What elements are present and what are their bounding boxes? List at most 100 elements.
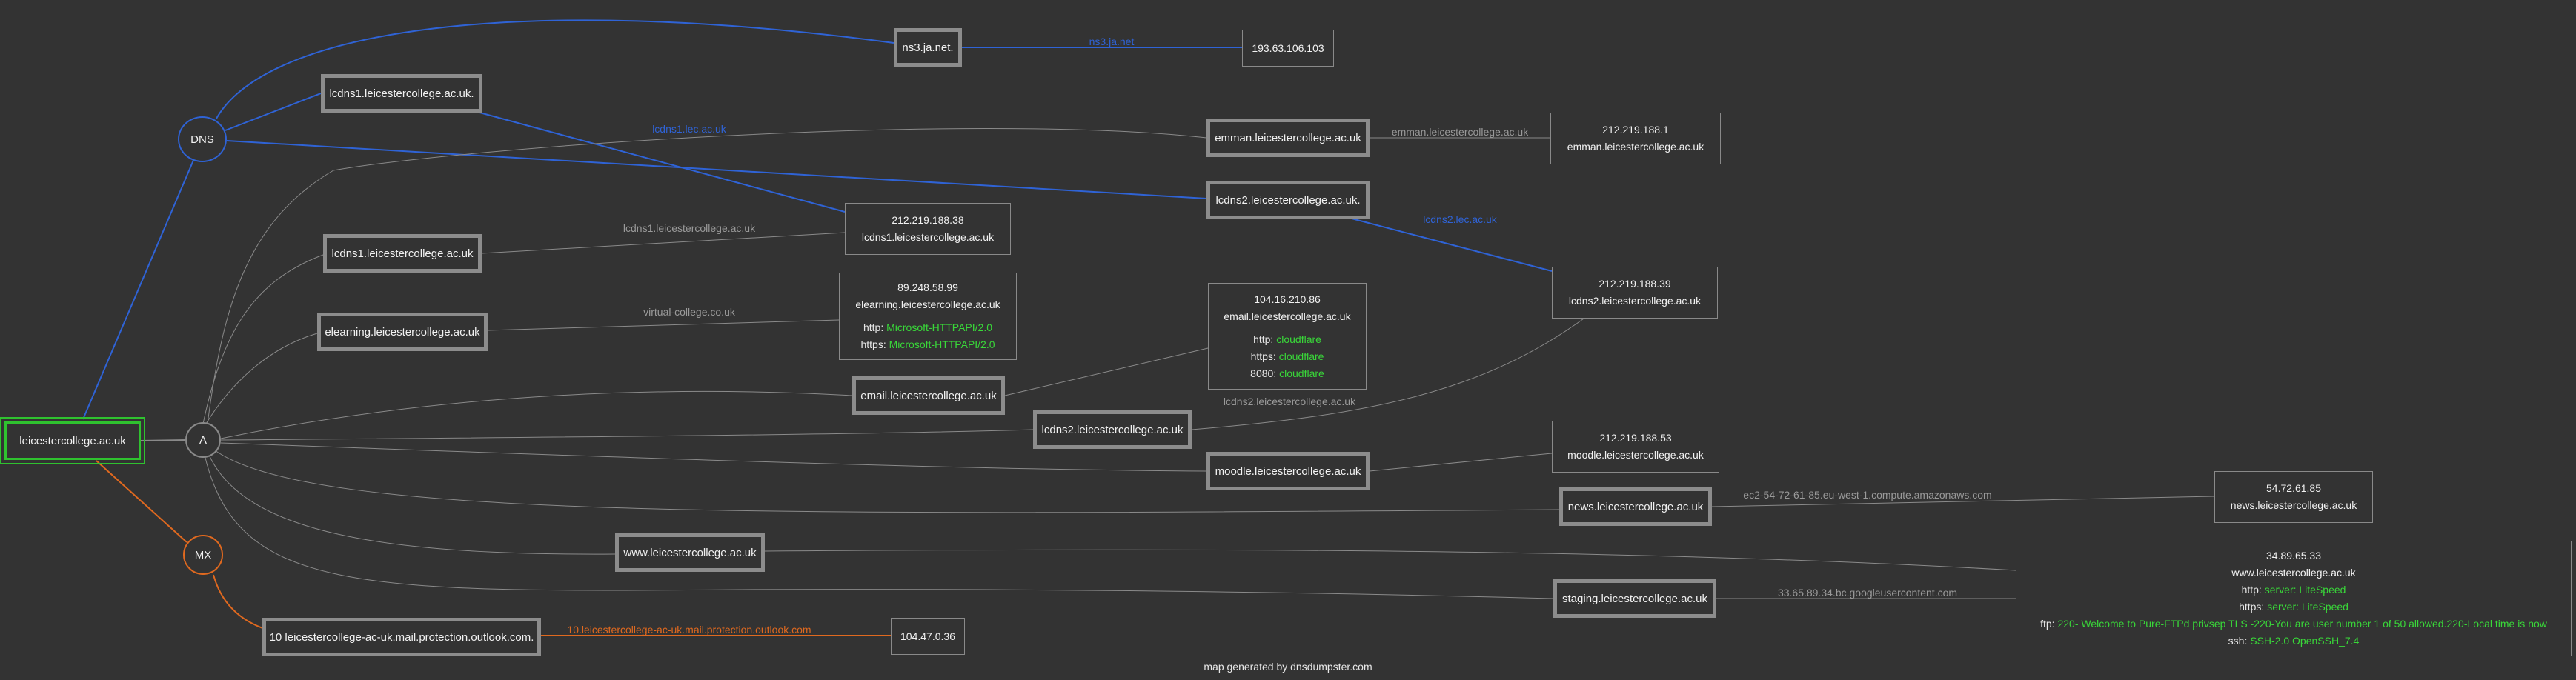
moodle-host-node[interactable]: moodle.leicestercollege.ac.uk [1206,452,1370,490]
root-domain-node[interactable]: leicestercollege.ac.uk [0,417,145,464]
a-group-node[interactable]: A [185,422,221,458]
ip-mx-ip: 104.47.0.36 [900,630,955,642]
edge-elearning-ip [487,319,840,331]
edge-label-lcdns1-ptr-dns: lcdns1.lec.ac.uk [652,123,726,135]
ip-elearning-host: elearning.leicestercollege.ac.uk [855,299,1000,310]
ip-moodle-box[interactable]: 212.219.188.53 moodle.leicestercollege.a… [1552,421,1719,473]
news-host-label: news.leicestercollege.ac.uk [1567,500,1704,513]
edge-label-lcdns1-ptr-a: lcdns1.leicestercollege.ac.uk [623,222,756,234]
edge-lcdns1a-ip [481,232,846,254]
emman-host-label: emman.leicestercollege.ac.uk [1215,131,1361,144]
lcdns2-a-host-label: lcdns2.leicestercollege.ac.uk [1041,423,1184,436]
ns3-host-node[interactable]: ns3.ja.net. [894,28,962,67]
edge-lcdns2dns-ip [1348,217,1553,272]
ip-www-box[interactable]: 34.89.65.33 www.leicestercollege.ac.uk h… [2016,541,2572,656]
mx10-host-node[interactable]: 10 leicestercollege-ac-uk.mail.protectio… [262,618,541,656]
ip-emman-box[interactable]: 212.219.188.1 emman.leicestercollege.ac.… [1550,113,1721,164]
edge-root-dns [82,158,195,420]
ip-news-box[interactable]: 54.72.61.85 news.leicestercollege.ac.uk [2214,471,2373,523]
lcdns1-dns-host-node[interactable]: lcdns1.leicestercollege.ac.uk. [321,74,482,113]
email-host-node[interactable]: email.leicestercollege.ac.uk [852,376,1005,415]
ip-news-ip: 54.72.61.85 [2266,482,2321,494]
ip-lcdns2-ip: 212.219.188.39 [1599,278,1671,290]
edge-dns-ns3 [216,19,894,119]
ip-mx-box[interactable]: 104.47.0.36 [891,618,965,655]
edge-root-a [140,439,186,441]
ip-elearning-ip: 89.248.58.99 [897,281,958,293]
edge-label-staging: 33.65.89.34.bc.googleusercontent.com [1777,587,1958,599]
lcdns1-a-host-node[interactable]: lcdns1.leicestercollege.ac.uk [323,234,482,273]
edge-a-moodle [220,442,1207,472]
lcdns1-a-host-label: lcdns1.leicestercollege.ac.uk [331,247,474,260]
dns-group-node[interactable]: DNS [178,116,227,162]
edge-a-elearning [205,333,318,424]
ip-email-host: email.leicestercollege.ac.uk [1224,310,1351,322]
lcdns2-dns-host-node[interactable]: lcdns2.leicestercollege.ac.uk. [1206,181,1370,219]
edge-label-lcdns2-ptr-dns: lcdns2.lec.ac.uk [1423,213,1497,225]
edge-label-news: ec2-54-72-61-85.eu-west-1.compute.amazon… [1743,489,1992,501]
elearning-host-label: elearning.leicestercollege.ac.uk [325,325,480,339]
lcdns2-dns-host-label: lcdns2.leicestercollege.ac.uk. [1215,193,1361,207]
edge-a-email [220,390,853,439]
staging-host-node[interactable]: staging.leicestercollege.ac.uk [1553,579,1716,618]
edge-news-ip [1711,496,2215,507]
ns3-host-label: ns3.ja.net. [902,41,954,54]
edge-a-lcdns1 [202,254,324,424]
edge-label-mx: 10.leicestercollege-ac-uk.mail.protectio… [567,624,811,636]
edge-lcdns1dns-ip [474,110,846,213]
ip-lcdns2-box[interactable]: 212.219.188.39 lcdns2.leicestercollege.a… [1552,267,1718,319]
mx10-host-label: 10 leicestercollege-ac-uk.mail.protectio… [269,630,534,644]
ip-www-ssh: ssh: SSH-2.0 OpenSSH_7.4 [2228,635,2360,647]
mx-group-node[interactable]: MX [183,535,223,575]
ip-lcdns1-box[interactable]: 212.219.188.38 lcdns1.leicestercollege.a… [845,203,1011,255]
news-host-node[interactable]: news.leicestercollege.ac.uk [1559,487,1712,526]
edge-mx-mx10 [213,574,268,630]
elearning-host-node[interactable]: elearning.leicestercollege.ac.uk [317,313,488,351]
ip-lcdns1-ip: 212.219.188.38 [892,214,964,226]
lcdns2-a-host-node[interactable]: lcdns2.leicestercollege.ac.uk [1033,410,1192,449]
edge-a-emman [207,127,1207,424]
ip-www-ftp: ftp: 220- Welcome to Pure-FTPd privsep T… [2040,618,2547,630]
ip-193-box[interactable]: 193.63.106.103 [1242,30,1334,67]
moodle-host-label: moodle.leicestercollege.ac.uk [1215,464,1361,478]
edge-label-ns3: ns3.ja.net [1089,36,1135,47]
ip-email-box[interactable]: 104.16.210.86 email.leicestercollege.ac.… [1208,283,1367,390]
edge-a-www [208,454,616,555]
ip-lcdns1-host: lcdns1.leicestercollege.ac.uk [861,231,995,243]
footer-credit: map generated by dnsdumpster.com [1204,661,1372,673]
ip-moodle-ip: 212.219.188.53 [1599,432,1672,444]
ip-news-host: news.leicestercollege.ac.uk [2230,499,2357,511]
www-host-node[interactable]: www.leicestercollege.ac.uk [615,533,765,572]
ip-www-ip: 34.89.65.33 [2266,550,2321,561]
edge-moodle-ip [1369,453,1553,472]
a-group-label: A [199,433,207,447]
edge-dns-lcdns2 [226,140,1207,199]
edge-label-emman: emman.leicestercollege.ac.uk [1391,126,1529,138]
edge-www-ip [764,549,2016,571]
ip-www-host: www.leicestercollege.ac.uk [2231,567,2356,579]
ip-emman-host: emman.leicestercollege.ac.uk [1567,141,1704,153]
emman-host-node[interactable]: emman.leicestercollege.ac.uk [1206,119,1370,157]
ip-moodle-host: moodle.leicestercollege.ac.uk [1567,449,1704,461]
mx-group-label: MX [194,548,212,561]
lcdns1-dns-host-label: lcdns1.leicestercollege.ac.uk. [329,87,474,100]
edge-a-staging [204,454,1554,599]
dns-group-label: DNS [190,133,214,146]
ip-193-ip: 193.63.106.103 [1252,41,1324,54]
edge-a-news [214,450,1560,513]
ip-email-ip: 104.16.210.86 [1254,293,1321,305]
ip-email-https: https: cloudflare [1250,350,1324,362]
ip-www-http: http: server: LiteSpeed [2241,584,2346,596]
ip-emman-ip: 212.219.188.1 [1602,124,1669,136]
ip-lcdns2-host: lcdns2.leicestercollege.ac.uk [1568,295,1702,307]
ip-elearning-https: https: Microsoft-HTTPAPI/2.0 [860,339,995,350]
edge-lcdns2a-ip [1191,316,1587,430]
ip-elearning-box[interactable]: 89.248.58.99 elearning.leicestercollege.… [839,273,1017,360]
edge-a-lcdns2 [220,429,1034,441]
edge-email-ip [1004,347,1209,396]
staging-host-label: staging.leicestercollege.ac.uk [1562,592,1707,605]
edge-dns-lcdns1 [225,93,322,131]
ip-www-https: https: server: LiteSpeed [2239,601,2348,613]
ip-elearning-http: http: Microsoft-HTTPAPI/2.0 [863,321,993,333]
